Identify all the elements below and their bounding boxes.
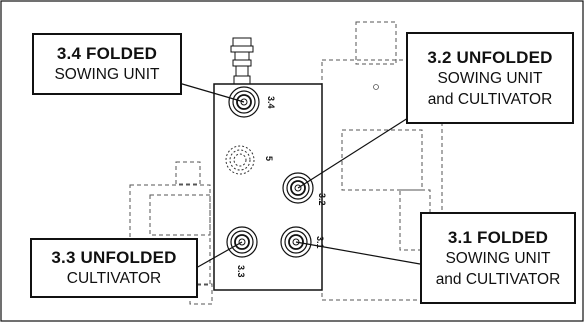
- callout-3-4-folded: 3.4 FOLDED SOWING UNIT: [32, 33, 182, 95]
- port-3-4: [228, 86, 260, 118]
- callout-3-1-folded: 3.1 FOLDED SOWING UNIT and CULTIVATOR: [420, 212, 576, 304]
- port-label-3-1: 3.1: [315, 236, 325, 249]
- callout-line: and CULTIVATOR: [435, 270, 561, 288]
- dashed-top-cap: [355, 21, 397, 65]
- port-5: [225, 145, 255, 175]
- small-mark: [373, 84, 379, 90]
- callout-title: 3.1 FOLDED: [447, 227, 549, 247]
- callout-line: SOWING UNIT: [445, 249, 551, 267]
- port-label-5: 5: [264, 156, 274, 161]
- callout-line: SOWING UNIT: [437, 69, 543, 87]
- port-3-3: [226, 226, 258, 258]
- port-3-2: [282, 172, 314, 204]
- port-3-1: [280, 226, 312, 258]
- leader-3-3: [195, 241, 243, 269]
- dashed-small-box: [175, 161, 201, 185]
- callout-3-2-unfolded: 3.2 UNFOLDED SOWING UNIT and CULTIVATOR: [406, 32, 574, 124]
- leader-3-2: [297, 117, 409, 189]
- top-fitting: [230, 37, 254, 85]
- leader-3-1: [295, 241, 421, 265]
- valve-block: [213, 83, 323, 291]
- dashed-rear-inner: [341, 129, 423, 191]
- callout-title: 3.4 FOLDED: [56, 44, 158, 63]
- callout-line: SOWING UNIT: [54, 66, 160, 83]
- callout-line: CULTIVATOR: [66, 270, 162, 287]
- dashed-rear-body: [321, 59, 443, 301]
- port-label-3-4: 3.4: [266, 96, 276, 109]
- dashed-left-inner: [149, 194, 211, 236]
- callout-title: 3.2 UNFOLDED: [427, 47, 553, 67]
- port-label-3-2: 3.2: [317, 193, 327, 206]
- callout-title: 3.3 UNFOLDED: [51, 248, 177, 267]
- callout-3-3-unfolded: 3.3 UNFOLDED CULTIVATOR: [30, 238, 198, 298]
- port-label-3-3: 3.3: [236, 265, 246, 278]
- callout-line: and CULTIVATOR: [427, 90, 553, 108]
